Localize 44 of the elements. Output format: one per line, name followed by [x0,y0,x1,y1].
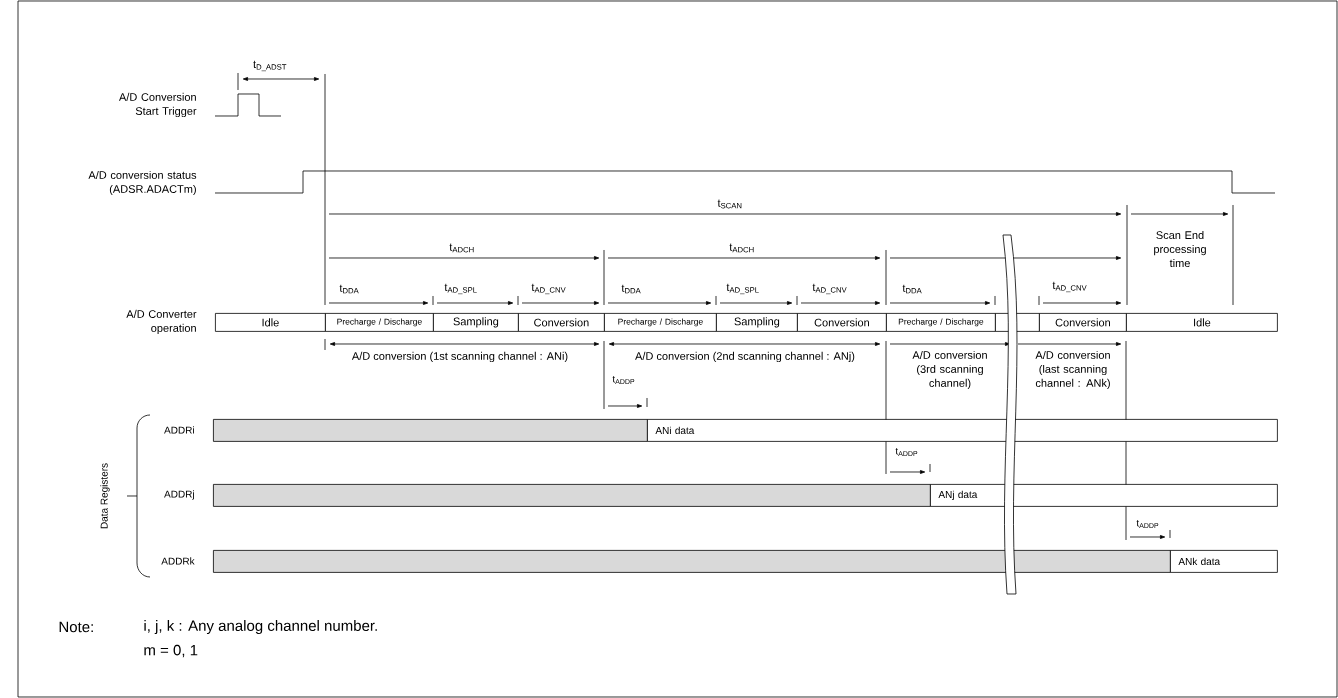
time-label: t$_{AD_SPL}$ [444,283,477,295]
phase-box: Precharge / Discharge [325,313,434,332]
time-label: t$_{AD_CNV}$ [812,283,847,295]
time-label: t$_{AD_CNV}$ [531,283,566,295]
time-label: t$_{ADDP}$ [1136,520,1159,528]
phase-box: Conversion [1039,313,1127,332]
note-text: m = 0, 1 [144,644,198,658]
time-label: t$_{AD_SPL}$ [726,283,759,295]
phase-box: Sampling [716,313,798,332]
register-bar [213,550,1171,573]
phase-label: A/D conversion (last scanning channel : ANk) [1035,350,1110,390]
register-bar [213,419,648,442]
signal-name: A/D conversion status (ADSR.ADACTm) [88,170,197,196]
note-label: Note: [59,621,93,633]
register-name: ADDRk [161,557,195,565]
phase-box: Idle [215,313,326,332]
phase-box: Conversion [518,313,605,332]
phase-label: Scan End processing time [1154,230,1206,268]
time-label: t$_{ADCH}$ [449,243,474,253]
data-box: ANj data [930,484,1278,507]
time-label: t$_{D_ADST}$ [253,60,287,72]
signal-name: A/D Converter operation [126,309,197,335]
register-bar [213,484,931,507]
phase-label: A/D conversion (1st scanning channel : ANi) [351,351,568,363]
group-label: Data Registers [100,463,110,529]
time-label: t$_{AD_CNV}$ [1052,281,1087,293]
time-label: t$_{ADDP}$ [612,376,635,384]
data-box: ANk data [1170,550,1278,573]
phase-box: Conversion [797,313,887,332]
time-label: t$_{DDA}$ [902,284,922,294]
time-label: t$_{SCAN}$ [717,199,742,209]
register-name: ADDRj [164,490,194,500]
note-text: i, j, k : Any analog channel number. [144,620,377,634]
phase-box: Idle [1126,313,1278,332]
time-label: t$_{DDA}$ [339,284,359,294]
phase-box: Sampling [433,313,519,332]
phase-label: A/D conversion (2nd scanning channel : ANj) [635,351,855,363]
time-label: t$_{ADDP}$ [895,448,918,456]
time-label: t$_{DDA}$ [621,284,641,294]
time-label: t$_{ADCH}$ [729,243,754,253]
phase-label: A/D conversion (3rd scanning channel) [912,350,987,390]
signal-name: A/D Conversion Start Trigger [119,92,197,118]
phase-box: Precharge / Discharge [604,313,717,332]
register-name: ADDRi [164,426,194,434]
